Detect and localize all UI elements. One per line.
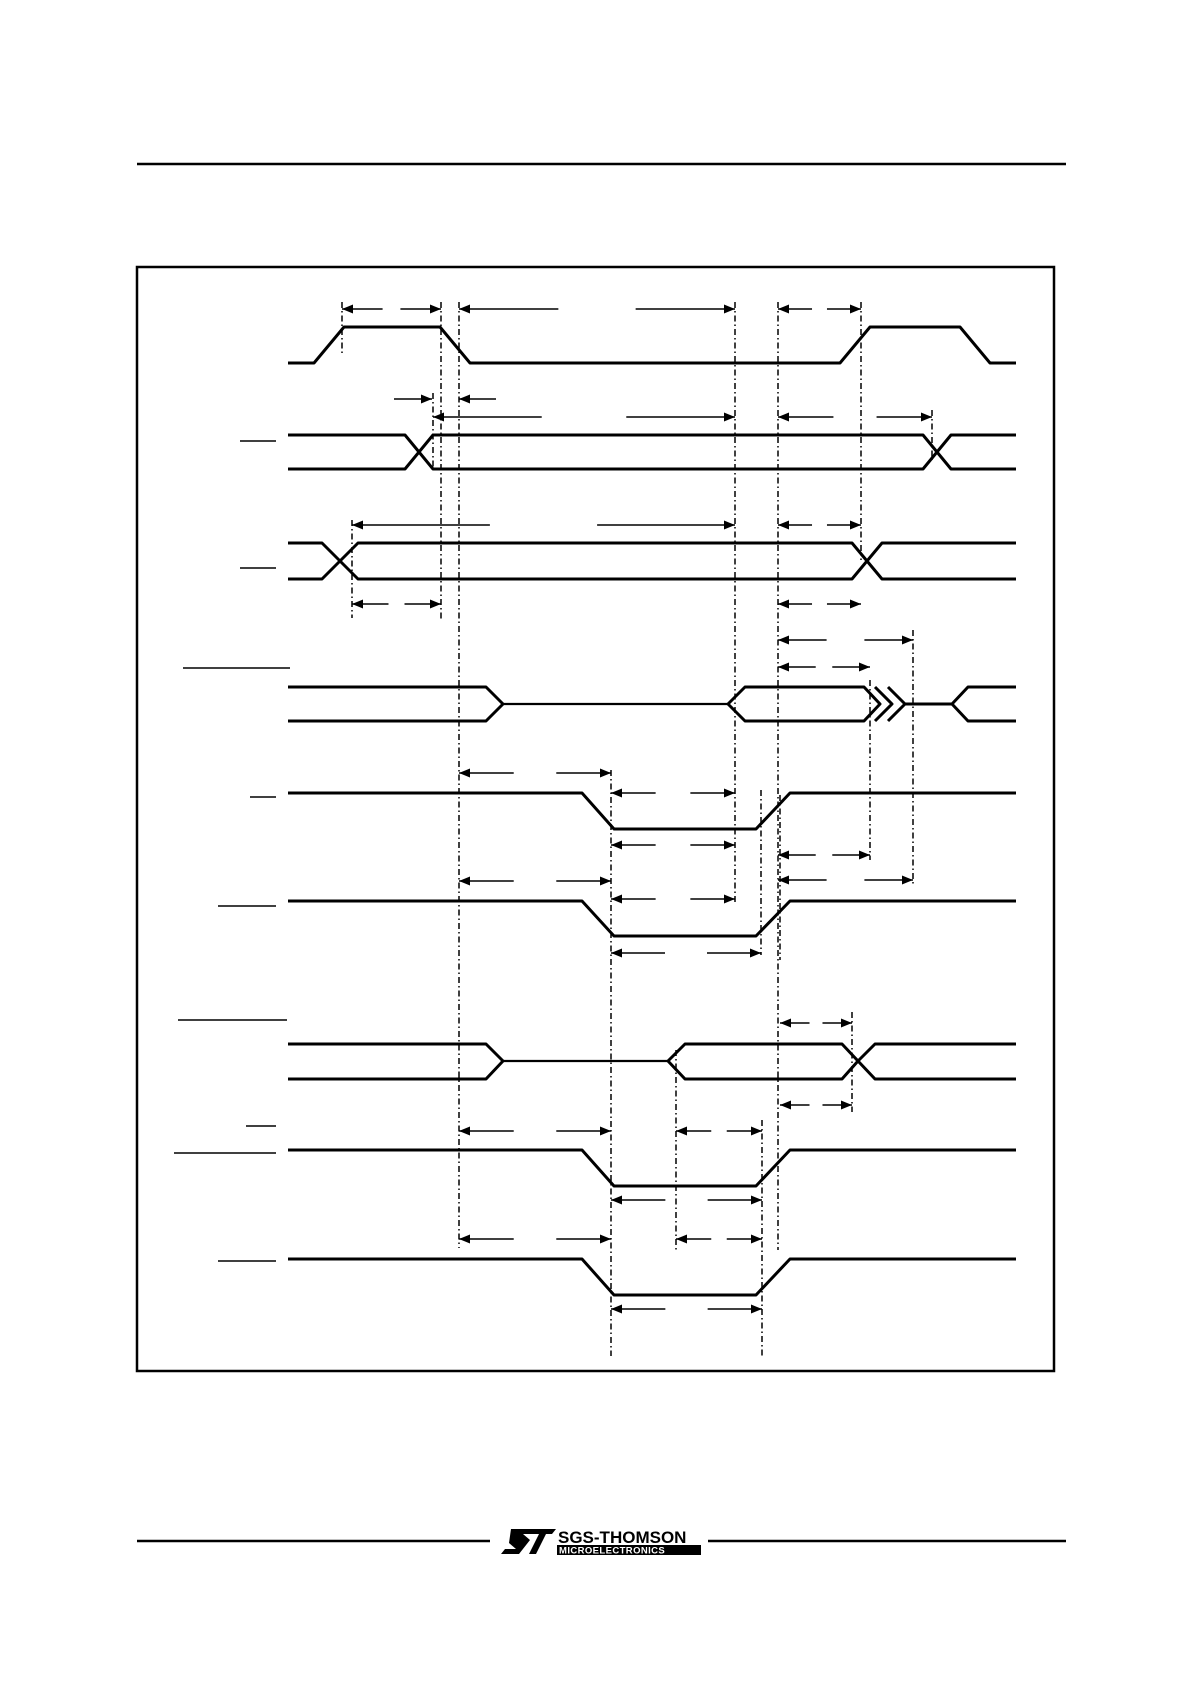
arrow-head [850,520,861,530]
division-band [557,1545,701,1555]
arrow-head [921,412,932,422]
arrow-head [780,1018,791,1028]
arrow-head [778,875,789,885]
arrow-head [724,788,735,798]
arrow-head [724,412,735,422]
arrow-head [724,840,735,850]
addr-bus-1-upper [288,433,1016,471]
strobe-4-waveform [288,1257,1016,1297]
arrow-head [352,599,363,609]
arrow-head [750,948,761,958]
timing-interval-arrows [342,304,932,1314]
arrow-head [841,1018,852,1028]
arrow-head [841,1100,852,1110]
data-bus-1-window [726,685,882,723]
arrow-head [342,304,353,314]
arrow-head [459,394,470,404]
arrow-head [352,520,363,530]
strobe-3-waveform [288,1148,1016,1188]
arrow-head [600,768,611,778]
arrow-head [859,662,870,672]
division-name: MICROELECTRONICS [559,1546,665,1557]
arrow-head [902,875,913,885]
timing-reference-lines [341,302,933,1356]
arrow-head [780,1100,791,1110]
addr-bus-2-upper [288,541,1016,581]
data-bus-2-window [666,1042,860,1081]
arrow-head [459,876,470,886]
arrow-head [778,520,789,530]
arrow-head [430,599,441,609]
arrow-head [850,599,861,609]
arrow-head [778,635,789,645]
arrow-head [421,394,432,404]
arrow-head [433,412,444,422]
arrow-head [600,1234,611,1244]
arrow-head [459,1126,470,1136]
arrow-head [459,1234,470,1244]
arrow-head [430,304,441,314]
strobe-1-waveform [288,791,1016,831]
data-bus-2-tail [856,1042,1016,1081]
arrow-head [611,1304,622,1314]
company-name: SGS-THOMSON [558,1528,686,1547]
st-logo-icon [501,1529,556,1554]
arrow-head [778,850,789,860]
arrow-head [778,599,789,609]
arrow-head [724,894,735,904]
timing-diagram-frame [135,265,1056,1373]
addr-bus-1-lower [288,433,1016,471]
arrow-head [751,1234,762,1244]
arrow-head [859,850,870,860]
arrow-head [600,1126,611,1136]
arrow-head [459,768,470,778]
arrow-head [724,304,735,314]
arrow-head [611,948,622,958]
arrow-head [676,1234,687,1244]
signal-label-overbars [174,440,290,1262]
arrow-head [724,520,735,530]
arrow-head [778,304,789,314]
strobe-2-waveform [288,899,1016,938]
arrow-head [778,412,789,422]
arrow-head [751,1195,762,1205]
arrow-head [611,788,622,798]
data-bus-1-upper [288,685,505,723]
arrow-head [751,1126,762,1136]
arrow-head [902,635,913,645]
arrow-head [751,1304,762,1314]
arrow-head [778,662,789,672]
arrow-head [850,304,861,314]
clock-waveform [288,325,1016,365]
timing-diagram [288,325,1016,1297]
arrow-head [611,894,622,904]
arrow-head [611,840,622,850]
arrow-head [676,1126,687,1136]
data-bus-1-tail [905,685,1016,723]
arrow-head [600,876,611,886]
arrow-head [459,304,470,314]
arrow-head [611,1195,622,1205]
data-bus-2-upper [288,1042,505,1081]
addr-bus-2-lower [288,541,1016,581]
data-bus-1-skew-a [873,685,894,723]
